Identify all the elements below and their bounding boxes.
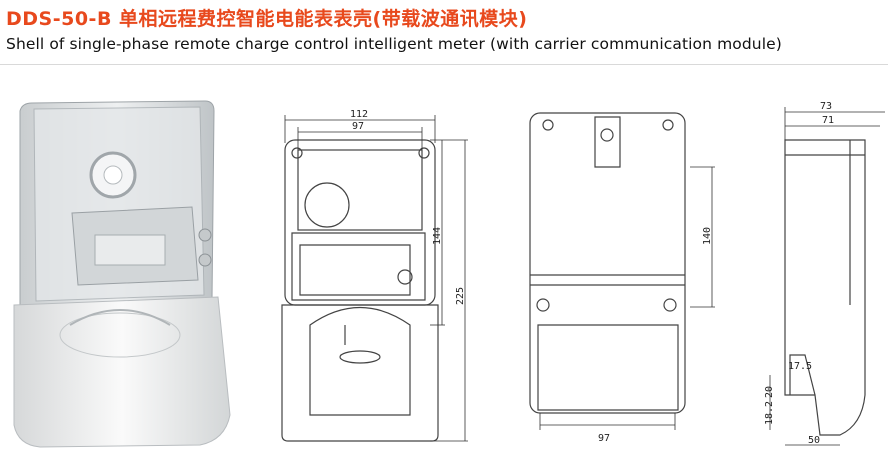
side-outline bbox=[784, 139, 866, 436]
back-outline bbox=[529, 112, 686, 414]
side-dim-17-5: 17.5 bbox=[788, 361, 812, 372]
title-chinese: DDS-50-B 单相远程费控智能电能表表壳(带载波通讯模块) bbox=[6, 8, 528, 30]
side-dim-18-2: 18.2 bbox=[764, 401, 775, 425]
back-lower-section bbox=[537, 324, 679, 411]
product-photo bbox=[13, 100, 231, 448]
side-view-drawing: 73 71 17.5 20 18.2 50 bbox=[764, 101, 885, 446]
front-dim-97: 97 bbox=[352, 121, 364, 132]
front-terminal-cover bbox=[281, 304, 439, 442]
header-divider bbox=[0, 64, 888, 65]
photo-terminal-cover bbox=[13, 296, 231, 448]
back-view-drawing: 140 97 bbox=[529, 112, 715, 444]
front-module-box bbox=[291, 232, 426, 301]
back-dim-97: 97 bbox=[598, 433, 610, 444]
front-outline-upper bbox=[284, 139, 436, 306]
front-dim-144: 144 bbox=[432, 227, 443, 245]
side-dim-73: 73 bbox=[820, 101, 832, 112]
front-display-window bbox=[304, 182, 350, 228]
front-dim-112: 112 bbox=[350, 109, 368, 120]
front-dim-225: 225 bbox=[455, 287, 466, 305]
side-dim-50: 50 bbox=[808, 435, 820, 446]
title-english: Shell of single-phase remote charge cont… bbox=[6, 35, 782, 53]
back-dim-140: 140 bbox=[702, 227, 713, 245]
side-dim-20: 20 bbox=[764, 386, 775, 398]
front-view-drawing: 112 97 144 225 bbox=[281, 109, 468, 442]
side-dim-71: 71 bbox=[822, 115, 834, 126]
back-mount-hook bbox=[594, 116, 621, 168]
